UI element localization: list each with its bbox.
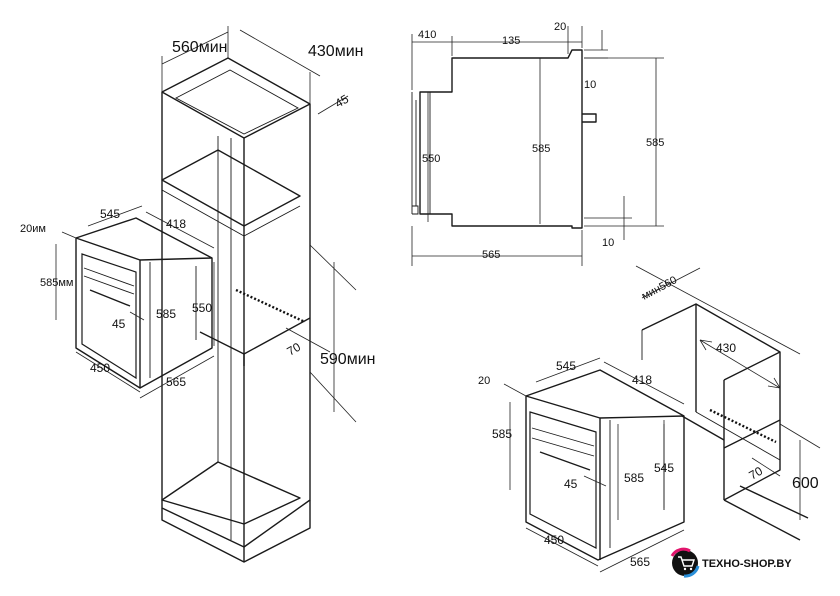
dim-under-niche-height: 600 (792, 475, 819, 492)
dim-left-side-depth: 418 (166, 217, 186, 231)
dim-side-total-height: 585 (646, 137, 664, 149)
dim-right-door-width: 545 (556, 359, 576, 373)
brand-logo: TEXHO-SHOP.BY (670, 547, 792, 578)
dim-side-body-height: 585 (532, 143, 550, 155)
dim-left-bottom-width: 450 (90, 361, 110, 375)
column-dimensions: 560мин 430мин 45 590мин 70 (161, 26, 375, 423)
dim-right-total-depth: 565 (630, 555, 650, 569)
dim-side-top-depth: 410 (418, 29, 436, 41)
oven-side-view (411, 49, 597, 229)
dim-side-flange: 20 (554, 21, 566, 33)
dim-side-bottom-clearance: 10 (602, 237, 614, 249)
dim-left-inner-height: 550 (192, 301, 212, 315)
dim-left-top-gap: 20им (20, 223, 46, 235)
dim-niche-height: 590мин (320, 351, 375, 368)
dim-vent-depth: 70 (285, 340, 304, 359)
dim-left-body-height: 585 (156, 307, 176, 321)
dim-under-depth: 430 (716, 341, 736, 355)
dim-right-bottom-width: 450 (544, 533, 564, 547)
dim-side-front-height: 550 (422, 153, 440, 165)
dim-rear-gap: 45 (333, 92, 352, 111)
dim-column-depth: 430мин (308, 43, 363, 60)
cart-icon (678, 556, 695, 571)
dim-column-width: 560мин (172, 39, 227, 56)
dim-right-body-height: 585 (624, 471, 644, 485)
dim-left-handle-offset: 45 (112, 317, 126, 331)
dim-right-inner-height: 545 (654, 461, 674, 475)
dim-side-rear-depth: 135 (502, 35, 520, 47)
dim-side-top-clearance: 10 (584, 79, 596, 91)
dim-left-total-depth: 565 (166, 375, 186, 389)
side-view-dimensions: 410 135 20 10 550 585 585 10 565 (411, 21, 664, 266)
oven-left-dimensions: 20им 545 418 585мм 45 585 550 450 565 (20, 205, 215, 399)
oven-left (75, 217, 213, 389)
dim-right-front-height: 585 (492, 427, 512, 441)
oven-right-dimensions: 20 545 418 585 45 585 545 450 565 (478, 357, 685, 573)
column-cabinet (161, 57, 311, 563)
dim-side-total-depth: 565 (482, 249, 500, 261)
undercounter-cabinet (641, 303, 809, 541)
dim-left-front-height: 585мм (40, 277, 73, 289)
dim-under-vent-depth: 70 (747, 464, 766, 483)
dim-right-handle-offset: 45 (564, 477, 578, 491)
dim-left-door-width: 545 (100, 207, 120, 221)
dim-right-side-depth: 418 (632, 373, 652, 387)
brand-name: TEXHO-SHOP.BY (702, 558, 792, 570)
dim-right-top-gap: 20 (478, 375, 490, 387)
